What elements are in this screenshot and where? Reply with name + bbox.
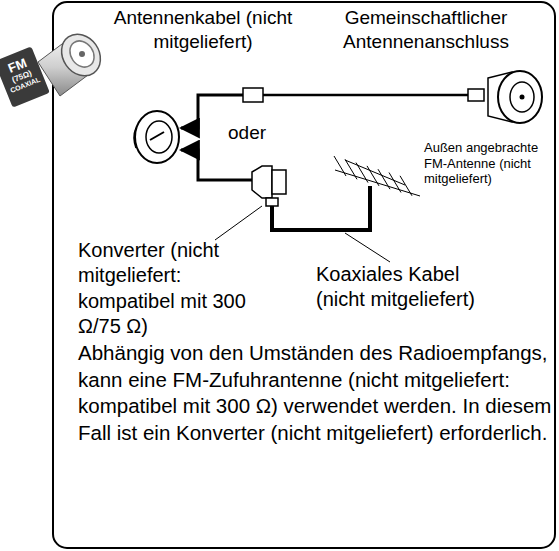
arrow-line <box>181 150 252 180</box>
fm-jack <box>38 27 108 96</box>
antenna-element <box>389 173 401 193</box>
antenna-element <box>378 169 390 189</box>
converter <box>252 166 286 206</box>
or-label: oder <box>228 121 298 145</box>
socket-label: Gemeinschaftlicher Antennenanschluss <box>300 6 552 54</box>
coaxial-cable-label: Koaxiales Kabel (nicht mitgeliefert) <box>316 262 476 313</box>
leader-line <box>215 206 262 240</box>
frame <box>53 2 555 548</box>
antenna-element <box>345 159 357 179</box>
antenna-cable <box>243 88 484 102</box>
leader-line <box>345 233 390 262</box>
outdoor-antenna-label: Außen angebrachte FM-Antenne (nicht mitg… <box>424 140 552 187</box>
converter-label: Konverter (nicht mitgeliefert: kompatibe… <box>78 238 258 340</box>
antenna-element <box>356 163 368 183</box>
antenna-element <box>367 166 379 186</box>
outdoor-fm-antenna <box>334 156 420 196</box>
antenna-jack <box>134 111 179 163</box>
wall-socket <box>488 71 542 123</box>
note-text: Abhängig von den Umständen des Radioempf… <box>78 340 552 447</box>
coaxial-cable <box>272 186 370 230</box>
cable-label: Antennenkabel (nicht mitgeliefert) <box>108 6 298 54</box>
antenna-element <box>400 176 412 196</box>
antenna-element <box>334 156 346 176</box>
jack-label-plate: FM(75Ω)COAXIAL <box>0 46 50 107</box>
